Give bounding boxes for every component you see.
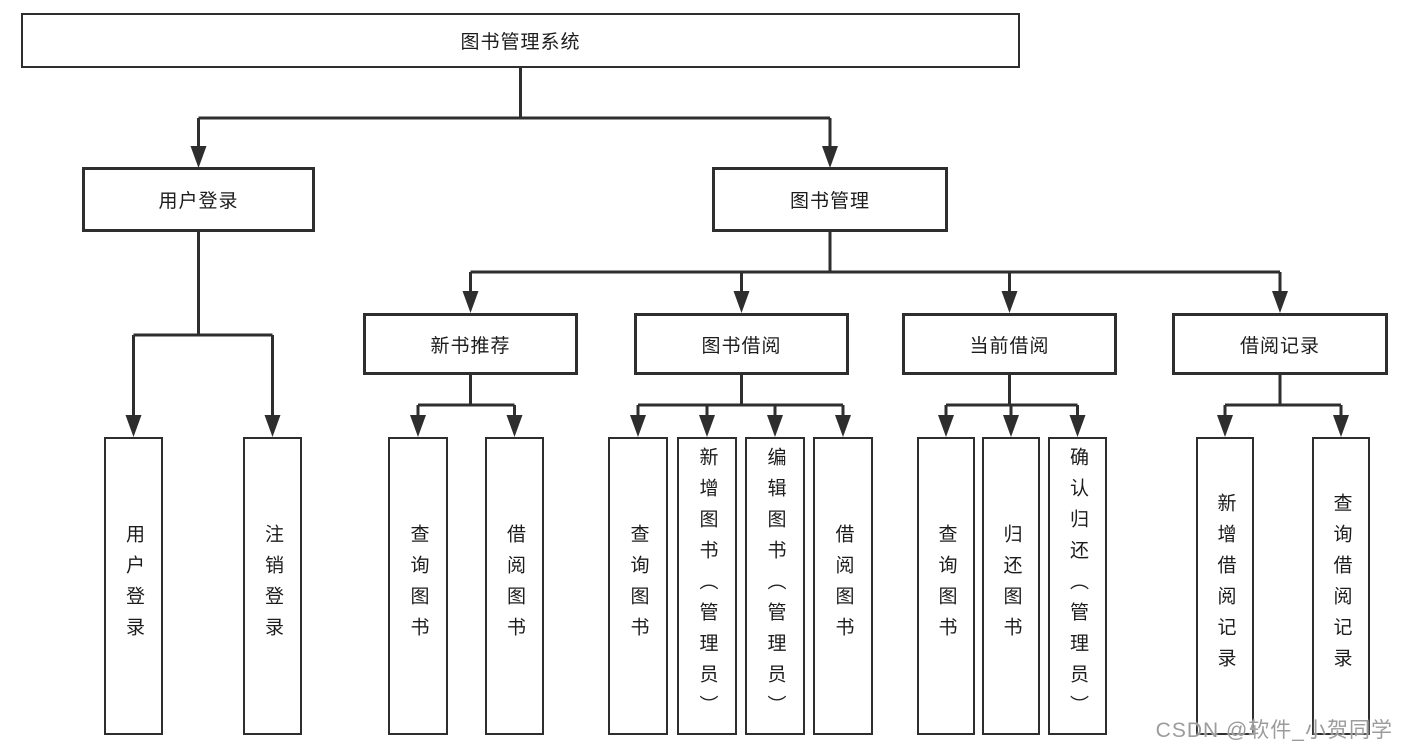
arrow-leaf-add-record xyxy=(1217,415,1233,437)
arrow-book-borrow xyxy=(733,291,750,313)
arrow-leaf-query-record xyxy=(1333,415,1349,437)
arrow-leaf-query-book-3 xyxy=(938,415,954,437)
arrow-leaf-query-book-2 xyxy=(630,415,646,437)
arrow-leaf-return-book xyxy=(1003,415,1019,437)
leaf-query-book-1-label: 查询图书 xyxy=(407,524,429,648)
leaf-return-book: 归还图书 xyxy=(982,437,1040,735)
arrow-leaf-query-book-1 xyxy=(410,415,426,437)
leaf-add-borrow-record-label: 新增借阅记录 xyxy=(1214,493,1236,679)
node-root: 图书管理系统 xyxy=(21,13,1020,68)
leaf-confirm-return-admin: 确认归还（管理员） xyxy=(1048,437,1107,735)
node-new-book-recommend: 新书推荐 xyxy=(363,313,578,375)
leaf-add-borrow-record: 新增借阅记录 xyxy=(1196,437,1254,735)
leaf-borrow-book-1-label: 借阅图书 xyxy=(504,524,525,648)
arrow-user-login xyxy=(190,146,207,168)
node-book-borrow-label: 图书借阅 xyxy=(701,335,782,357)
node-new-book-recommend-label: 新书推荐 xyxy=(430,335,511,357)
connector-current-borrow xyxy=(944,375,1079,418)
leaf-confirm-return-admin-label: 确认归还（管理员） xyxy=(1067,446,1088,726)
csdn-watermark: CSDN @软件_小贺同学 xyxy=(1155,719,1393,742)
connector-borrow-record xyxy=(1223,375,1343,418)
leaf-add-book-admin-label: 新增图书（管理员） xyxy=(696,446,718,726)
arrow-current-borrow xyxy=(1001,291,1018,313)
node-user-login: 用户登录 xyxy=(82,167,315,232)
leaf-query-book-3-label: 查询图书 xyxy=(935,524,957,648)
arrow-leaf-user-login xyxy=(125,415,142,437)
node-current-borrow-label: 当前借阅 xyxy=(969,335,1050,357)
arrow-leaf-borrow-book-2 xyxy=(835,415,851,437)
leaf-query-book-2-label: 查询图书 xyxy=(627,524,649,648)
arrow-book-management xyxy=(822,146,838,168)
node-borrow-records: 借阅记录 xyxy=(1172,313,1388,375)
leaf-query-book-3: 查询图书 xyxy=(917,437,975,735)
arrow-new-book xyxy=(462,291,479,313)
leaf-query-borrow-record-label: 查询借阅记录 xyxy=(1330,493,1352,679)
arrow-leaf-borrow-book-1 xyxy=(506,415,523,437)
leaf-edit-book-admin-label: 编辑图书（管理员） xyxy=(764,446,786,726)
node-book-management: 图书管理 xyxy=(712,167,948,232)
node-current-borrow: 当前借阅 xyxy=(902,313,1117,375)
connector-root xyxy=(197,68,832,150)
connector-user-login xyxy=(132,232,274,418)
arrow-leaf-confirm-return xyxy=(1069,415,1086,437)
connector-book-management xyxy=(469,232,1282,294)
arrow-leaf-add-book xyxy=(699,415,715,437)
leaf-user-login-label: 用户登录 xyxy=(123,524,144,648)
connector-new-book xyxy=(416,375,516,418)
node-book-management-label: 图书管理 xyxy=(789,191,870,212)
arrow-borrow-record xyxy=(1272,291,1288,313)
node-book-borrow: 图书借阅 xyxy=(634,313,849,375)
leaf-query-book-2: 查询图书 xyxy=(608,437,668,735)
leaf-logout: 注销登录 xyxy=(243,437,302,735)
leaf-return-book-label: 归还图书 xyxy=(1000,524,1022,648)
connector-book-borrow xyxy=(636,375,845,418)
leaf-user-login: 用户登录 xyxy=(104,437,163,735)
leaf-query-book-1: 查询图书 xyxy=(388,437,448,735)
leaf-borrow-book-1: 借阅图书 xyxy=(485,437,544,735)
node-user-login-label: 用户登录 xyxy=(158,191,239,212)
leaf-query-borrow-record: 查询借阅记录 xyxy=(1312,437,1370,735)
node-root-label: 图书管理系统 xyxy=(460,32,581,53)
node-borrow-records-label: 借阅记录 xyxy=(1239,335,1320,357)
leaf-add-book-admin: 新增图书（管理员） xyxy=(677,437,737,735)
leaf-logout-label: 注销登录 xyxy=(262,524,283,648)
arrow-leaf-logout xyxy=(264,415,281,437)
leaf-borrow-book-2-label: 借阅图书 xyxy=(832,524,854,648)
leaf-borrow-book-2: 借阅图书 xyxy=(813,437,873,735)
arrow-leaf-edit-book xyxy=(767,415,783,437)
leaf-edit-book-admin: 编辑图书（管理员） xyxy=(745,437,805,735)
